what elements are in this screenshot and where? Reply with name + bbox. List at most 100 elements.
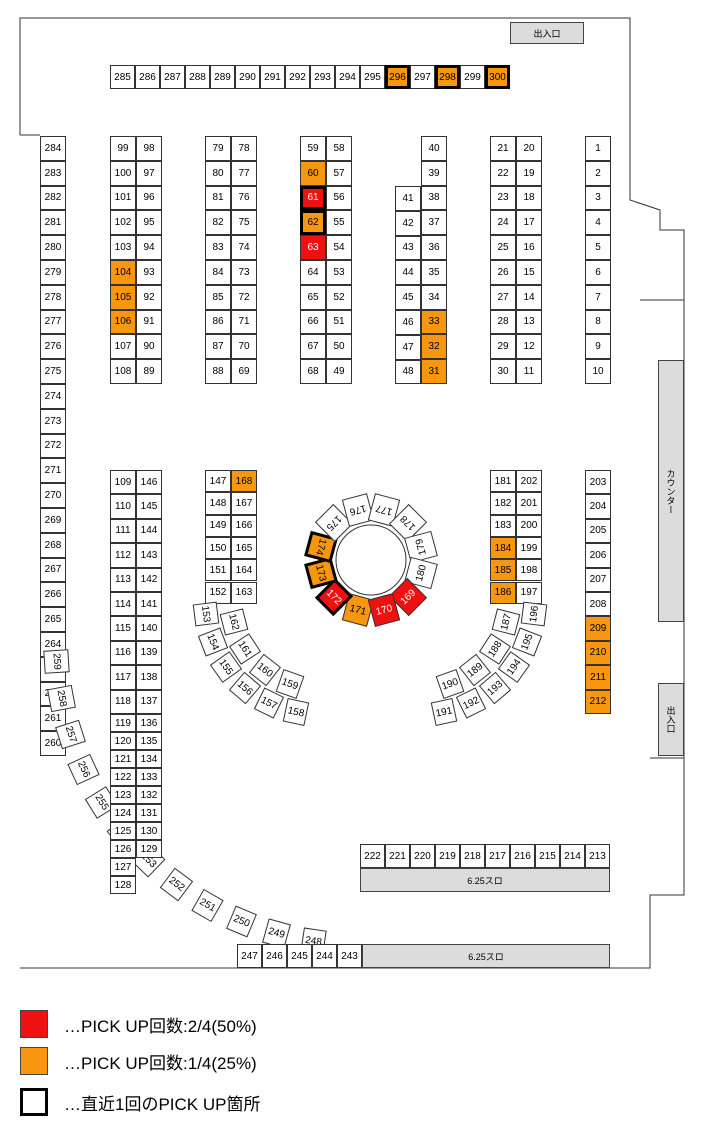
machine-220: 220: [410, 844, 435, 868]
machine-151: 151: [205, 559, 231, 582]
machine-88: 88: [205, 359, 231, 384]
machine-129: 129: [136, 840, 162, 858]
machine-80: 80: [205, 160, 231, 186]
machine-13: 13: [516, 309, 542, 335]
machine-40: 40: [421, 136, 447, 161]
machine-49: 49: [326, 359, 352, 384]
machine-72: 72: [231, 284, 257, 310]
outer-wall: [19, 17, 685, 969]
machine-137: 137: [136, 689, 162, 714]
machine-270: 270: [40, 483, 66, 508]
legend-red: …PICK UP回数:2/4(50%): [20, 1010, 257, 1038]
machine-89: 89: [136, 359, 162, 384]
machine-98: 98: [136, 136, 162, 161]
machine-288: 288: [185, 65, 210, 89]
machine-58: 58: [326, 136, 352, 161]
machine-42: 42: [395, 210, 421, 236]
machine-281: 281: [40, 210, 66, 236]
machine-75: 75: [231, 210, 257, 236]
machine-298: 298: [435, 65, 460, 89]
machine-218: 218: [460, 844, 485, 868]
machine-104: 104: [110, 260, 136, 285]
machine-113: 113: [110, 567, 136, 592]
machine-67: 67: [300, 334, 326, 360]
machine-105: 105: [110, 284, 136, 310]
machine-143: 143: [136, 543, 162, 568]
machine-57: 57: [326, 160, 352, 186]
machine-120: 120: [110, 732, 136, 750]
machine-222: 222: [360, 844, 385, 868]
machine-205: 205: [585, 518, 611, 544]
machine-287: 287: [160, 65, 185, 89]
counter: カウンター: [658, 360, 684, 622]
machine-109: 109: [110, 470, 136, 495]
machine-297: 297: [410, 65, 435, 89]
machine-266: 266: [40, 582, 66, 608]
machine-114: 114: [110, 592, 136, 617]
machine-112: 112: [110, 543, 136, 568]
machine-201: 201: [516, 492, 542, 515]
machine-45: 45: [395, 285, 421, 310]
machine-127: 127: [110, 858, 136, 876]
machine-293: 293: [310, 65, 335, 89]
machine-27: 27: [490, 284, 516, 310]
machine-41: 41: [395, 186, 421, 211]
machine-141: 141: [136, 592, 162, 617]
machine-271: 271: [40, 458, 66, 484]
machine-68: 68: [300, 359, 326, 384]
machine-244: 244: [312, 944, 337, 968]
machine-108: 108: [110, 359, 136, 384]
machine-103: 103: [110, 235, 136, 260]
machine-126: 126: [110, 840, 136, 858]
machine-53: 53: [326, 260, 352, 285]
machine-153: 153: [192, 601, 220, 627]
machine-152: 152: [205, 581, 231, 604]
machine-206: 206: [585, 543, 611, 568]
machine-94: 94: [136, 235, 162, 260]
machine-25: 25: [490, 235, 516, 260]
machine-39: 39: [421, 160, 447, 186]
machine-291: 291: [260, 65, 285, 89]
entrance-top: 出入口: [510, 22, 584, 44]
machine-272: 272: [40, 433, 66, 459]
machine-36: 36: [421, 235, 447, 260]
machine-259: 259: [43, 649, 70, 674]
machine-122: 122: [110, 768, 136, 786]
machine-115: 115: [110, 616, 136, 641]
machine-243: 243: [337, 944, 362, 968]
machine-282: 282: [40, 185, 66, 211]
machine-216: 216: [510, 844, 535, 868]
machine-166: 166: [231, 514, 257, 537]
machine-52: 52: [326, 284, 352, 310]
machine-35: 35: [421, 260, 447, 285]
machine-107: 107: [110, 334, 136, 360]
machine-17: 17: [516, 210, 542, 236]
machine-51: 51: [326, 309, 352, 335]
machine-148: 148: [205, 492, 231, 515]
machine-184: 184: [490, 536, 516, 560]
machine-134: 134: [136, 750, 162, 768]
machine-123: 123: [110, 786, 136, 804]
legend-orange: …PICK UP回数:1/4(25%): [20, 1047, 257, 1075]
machine-215: 215: [535, 844, 560, 868]
machine-269: 269: [40, 508, 66, 533]
machine-292: 292: [285, 65, 310, 89]
machine-125: 125: [110, 822, 136, 840]
legend-outline-label: …直近1回のPICK UP箇所: [64, 1094, 261, 1114]
machine-181: 181: [490, 470, 516, 493]
legend-outline-swatch: [20, 1088, 48, 1116]
machine-128: 128: [110, 876, 136, 894]
machine-60: 60: [300, 160, 326, 186]
machine-15: 15: [516, 260, 542, 285]
machine-279: 279: [40, 260, 66, 285]
machine-56: 56: [326, 185, 352, 211]
machine-91: 91: [136, 309, 162, 335]
machine-26: 26: [490, 260, 516, 285]
machine-9: 9: [585, 334, 611, 360]
machine-12: 12: [516, 334, 542, 360]
machine-213: 213: [585, 844, 610, 868]
machine-139: 139: [136, 640, 162, 666]
machine-274: 274: [40, 384, 66, 409]
machine-7: 7: [585, 284, 611, 310]
machine-8: 8: [585, 309, 611, 335]
